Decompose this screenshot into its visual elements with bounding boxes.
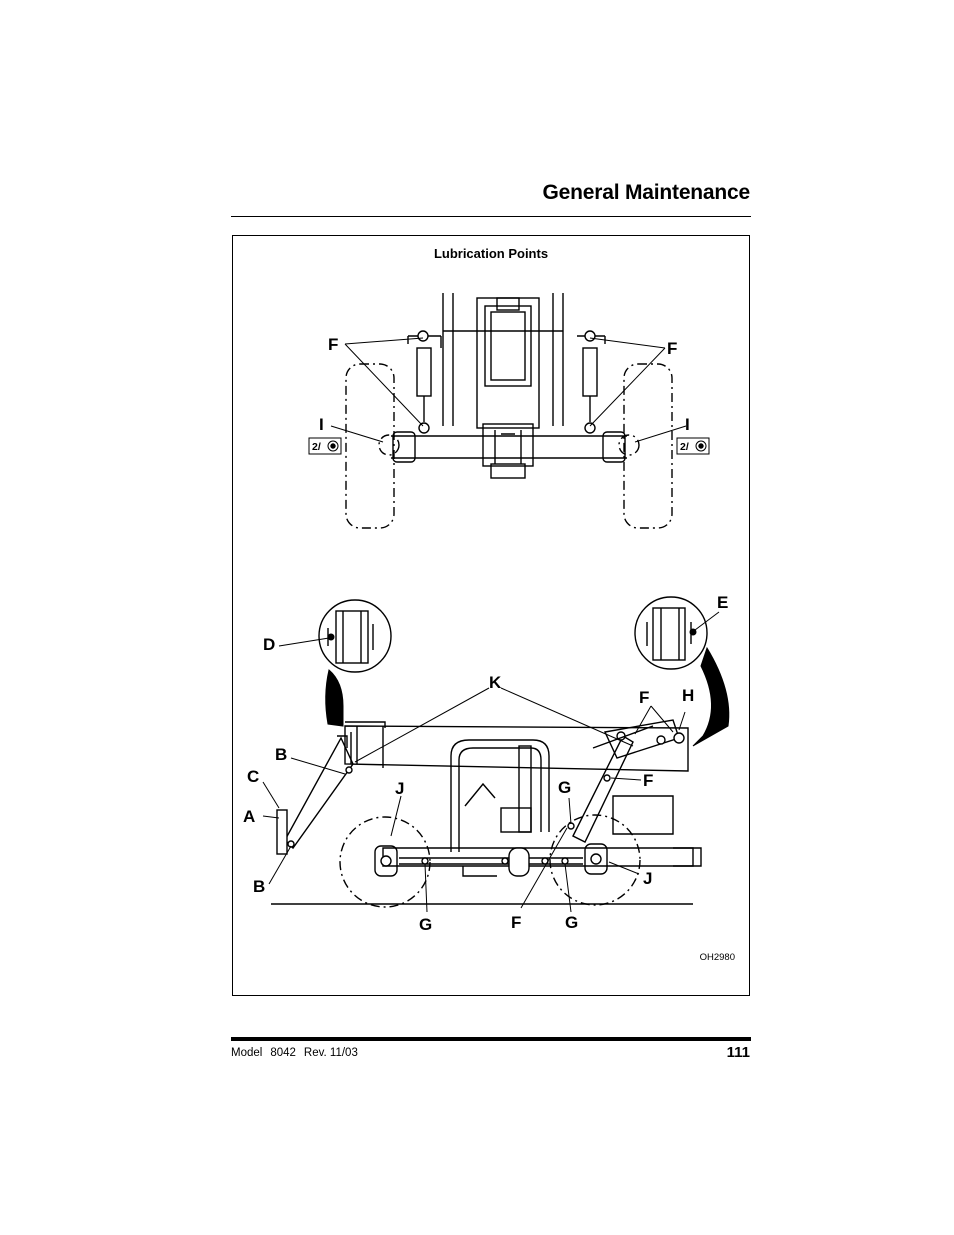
callout-g-rear: G <box>565 913 578 932</box>
left-interval-symbol <box>308 437 342 455</box>
callout-f-cylinder: F <box>643 771 653 790</box>
rear-axle-view: 2/ 2/ F F I I <box>308 293 710 529</box>
revision: Rev. 11/03 <box>303 1047 358 1059</box>
rear-wheel <box>549 814 641 906</box>
callout-b-top: B <box>275 745 287 764</box>
left-steer-cylinder <box>416 347 432 397</box>
callout-j-front: J <box>395 779 404 798</box>
callout-c: C <box>247 767 259 786</box>
right-kingpin-lube-point <box>618 434 640 456</box>
footer-model-info: Model 8042 Rev. 11/03 <box>231 1047 366 1059</box>
lubrication-diagram: 2/ 2/ F F I I <box>243 293 730 934</box>
callout-h: H <box>682 686 694 705</box>
model-label: Model <box>231 1047 263 1059</box>
boom <box>344 725 689 772</box>
footer-rule <box>231 1037 751 1041</box>
callout-i-left: I <box>319 415 324 434</box>
callout-f-left-top: F <box>328 335 338 354</box>
center-housing <box>476 297 540 429</box>
callout-i-right: I <box>685 415 690 434</box>
right-steer-cylinder <box>582 347 598 397</box>
fork-carriage <box>276 809 288 855</box>
right-interval-symbol <box>676 437 710 455</box>
frame-rails <box>442 293 564 426</box>
detail-circle-d <box>318 599 392 673</box>
right-interval-label: 2/ <box>680 441 689 453</box>
left-kingpin-lube-point <box>378 434 400 456</box>
detail-circle-e <box>634 596 708 670</box>
right-tire-outline <box>623 363 673 529</box>
figure-box: Lubrication Points <box>232 235 750 996</box>
callout-k: K <box>489 673 502 692</box>
left-tire-outline <box>345 363 395 529</box>
fork-arm <box>284 736 354 850</box>
callout-d: D <box>263 635 275 654</box>
callout-f-bottom: F <box>511 913 521 932</box>
callout-a: A <box>243 807 255 826</box>
callout-e: E <box>717 593 728 612</box>
cab-frame <box>450 739 550 852</box>
model-number: 8042 <box>270 1047 296 1059</box>
drive-shaft <box>399 857 583 865</box>
lift-cylinder <box>572 735 634 843</box>
figure-caption: Lubrication Points <box>433 246 549 261</box>
title-rule <box>231 216 751 217</box>
callout-f-right-top: F <box>667 339 677 358</box>
front-wheel <box>339 816 431 908</box>
differential <box>482 423 534 467</box>
side-view: D E K F H B C J G F A J B G F G <box>243 593 730 934</box>
page-title: General Maintenance <box>542 181 751 204</box>
callout-f-boom: F <box>639 688 649 707</box>
figure-code: OH2980 <box>699 952 735 963</box>
callout-j-rear: J <box>643 869 652 888</box>
left-interval-label: 2/ <box>312 441 321 453</box>
callout-g-front: G <box>419 915 432 934</box>
axle-beam <box>391 435 627 459</box>
page-number: 111 <box>726 1044 750 1061</box>
callout-b-bottom: B <box>253 877 265 896</box>
callout-g-top: G <box>558 778 571 797</box>
